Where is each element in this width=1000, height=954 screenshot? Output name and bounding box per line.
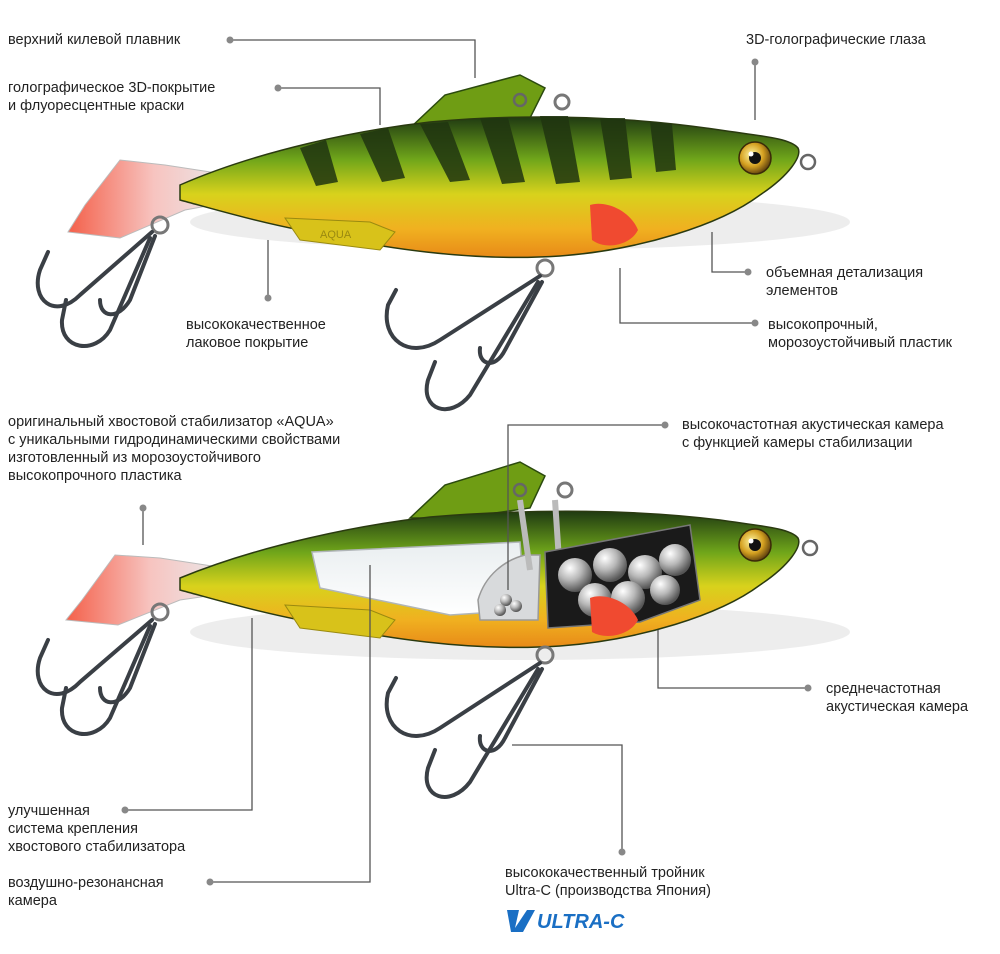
bottom-lure (35, 461, 850, 799)
top-lure: AQUA (35, 74, 850, 412)
front-treble-hook (384, 258, 555, 412)
ventral-stabilizer-cut (284, 604, 396, 639)
logo-text: ULTRA-C (537, 911, 625, 933)
label-air-chamber: воздушно-резонансная камера (8, 875, 164, 909)
label-plastic: высокопрочный, морозоустойчивый пластик (768, 317, 952, 351)
leader-plastic (619, 268, 755, 324)
label-lacquer: высококачественное лаковое покрытие (186, 317, 326, 351)
leader-hf (507, 424, 665, 590)
label-top-fin: верхний килевой плавник (8, 32, 181, 48)
label-attach: улучшенная система крепления хвостового … (8, 803, 186, 855)
ventral-stabilizer (284, 217, 396, 251)
leader-mf (657, 630, 808, 689)
rear-treble-hook (35, 215, 170, 348)
leader-lines (125, 39, 808, 883)
leader-air (210, 565, 371, 883)
leader-top-fin (230, 39, 476, 78)
label-tail-stabilizer: оригинальный хвостовой стабилизатор «AQU… (8, 414, 341, 484)
leader-treble (512, 744, 623, 852)
label-holo-coating: голографическое 3D-покрытие и флуоресцен… (8, 80, 216, 114)
label-treble-hook: высококачественный тройник Ultra-C (прои… (505, 865, 711, 899)
leader-holo (278, 87, 381, 125)
front-treble-hook-cut (384, 645, 555, 799)
leader-detail (711, 232, 748, 273)
ultra-c-logo: ULTRA-C (507, 910, 625, 933)
fin-text: AQUA (320, 229, 352, 241)
label-eyes: 3D-голографические глаза (746, 32, 926, 48)
label-detail: объемная детализация элементов (766, 265, 924, 299)
leader-attach (125, 618, 253, 811)
label-mf-chamber: среднечастотная акустическая камера (826, 681, 969, 715)
rear-treble-hook-cut (35, 602, 170, 736)
leader-dots (121, 36, 812, 886)
label-hf-chamber: высокочастотная акустическая камера с фу… (682, 417, 944, 451)
